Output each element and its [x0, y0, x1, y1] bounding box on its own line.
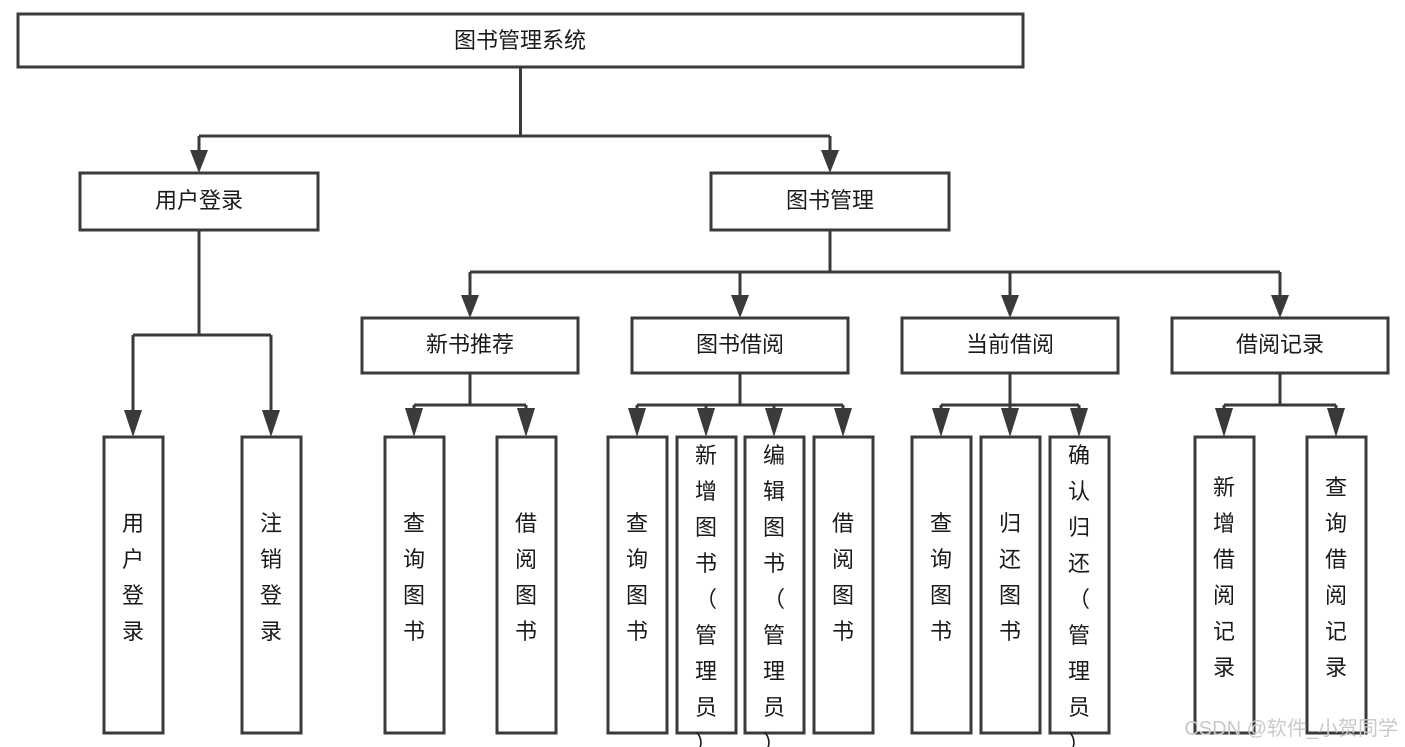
node-root-box[interactable]	[16, 12, 1025, 69]
node-leaf-query-book-3-label: 查询图书	[930, 511, 952, 644]
node-book-borrow-label: 图书借阅	[696, 332, 784, 357]
node-borrow-record-box[interactable]	[1170, 316, 1390, 375]
node-leaf-query-book-2-label: 查询图书	[626, 511, 648, 644]
node-leaf-confirm-return[interactable]: 确认归还（管理员）	[1048, 435, 1111, 747]
node-leaf-edit-book-box[interactable]	[743, 435, 806, 735]
node-new-book-recommend-box[interactable]	[360, 316, 580, 375]
arrow-head-leaf-query-book-2	[628, 408, 646, 437]
node-current-borrow-label: 当前借阅	[966, 332, 1054, 357]
arrow-head-leaf-query-record	[1327, 408, 1345, 437]
node-new-book-recommend[interactable]: 新书推荐	[360, 316, 580, 375]
node-leaf-logout-login-label: 注销登录	[260, 511, 282, 644]
node-leaf-add-record[interactable]: 新增借阅记录	[1193, 435, 1256, 735]
node-user-login-label: 用户登录	[155, 188, 243, 213]
node-leaf-add-record-box[interactable]	[1193, 435, 1256, 735]
node-leaf-user-login-box[interactable]	[102, 435, 165, 735]
node-leaf-borrow-book-1-box[interactable]	[495, 435, 558, 735]
node-current-borrow[interactable]: 当前借阅	[900, 316, 1120, 375]
node-leaf-return-book-label: 归还图书	[999, 511, 1021, 644]
arrow-head-leaf-query-book-1	[405, 408, 423, 437]
arrow-head-leaf-borrow-book-2	[834, 408, 852, 437]
arrow-head-leaf-query-book-3	[932, 408, 950, 437]
node-leaf-query-record-label: 查询借阅记录	[1325, 475, 1347, 680]
node-leaf-return-book[interactable]: 归还图书	[979, 435, 1042, 735]
node-leaf-logout-login[interactable]: 注销登录	[240, 435, 303, 735]
arrow-head-book-borrow	[731, 295, 749, 318]
node-user-login[interactable]: 用户登录	[78, 171, 320, 232]
arrow-head-leaf-borrow-book-1	[517, 408, 535, 437]
node-leaf-query-book-3[interactable]: 查询图书	[910, 435, 973, 735]
node-leaf-confirm-return-box[interactable]	[1048, 435, 1111, 735]
arrow-head-leaf-return-book	[1001, 408, 1019, 437]
node-new-book-recommend-label: 新书推荐	[426, 332, 514, 357]
node-leaf-user-login-label: 用户登录	[122, 511, 144, 644]
node-leaf-query-record[interactable]: 查询借阅记录	[1305, 435, 1368, 735]
arrow-head-leaf-edit-book	[765, 408, 783, 437]
arrow-head-leaf-logout-login	[262, 410, 280, 437]
node-leaf-query-book-2-box[interactable]	[606, 435, 669, 735]
node-leaf-query-book-1-box[interactable]	[383, 435, 446, 735]
node-book-manage[interactable]: 图书管理	[709, 171, 951, 232]
node-borrow-record-label: 借阅记录	[1236, 332, 1324, 357]
node-leaf-borrow-book-2-box[interactable]	[812, 435, 875, 735]
node-leaf-add-book-label: 新增图书（管理员）	[695, 443, 717, 747]
node-leaf-edit-book-label: 编辑图书（管理员）	[763, 443, 785, 747]
arrow-head-new-book-recommend	[461, 295, 479, 318]
node-book-borrow-box[interactable]	[630, 316, 850, 375]
node-leaf-edit-book[interactable]: 编辑图书（管理员）	[743, 435, 806, 747]
node-leaf-query-record-box[interactable]	[1305, 435, 1368, 735]
arrow-head-leaf-add-book	[697, 408, 715, 437]
arrow-head-user-login	[190, 150, 208, 173]
arrow-head-leaf-confirm-return	[1070, 408, 1088, 437]
node-book-manage-label: 图书管理	[786, 188, 874, 213]
arrow-head-leaf-add-record	[1215, 408, 1233, 437]
node-leaf-query-book-3-box[interactable]	[910, 435, 973, 735]
leaf-nodes-layer: 用户登录 注销登录 查询图书 借阅图书 查询图书 新增图书（管理员）	[102, 435, 1368, 747]
node-leaf-return-book-box[interactable]	[979, 435, 1042, 735]
arrow-head-borrow-record	[1271, 295, 1289, 318]
arrow-head-current-borrow	[1001, 295, 1019, 318]
arrow-head-leaf-user-login	[124, 410, 142, 437]
node-leaf-logout-login-box[interactable]	[240, 435, 303, 735]
node-leaf-query-book-1[interactable]: 查询图书	[383, 435, 446, 735]
node-leaf-query-book-2[interactable]: 查询图书	[606, 435, 669, 735]
node-leaf-add-book[interactable]: 新增图书（管理员）	[675, 435, 738, 747]
node-leaf-borrow-book-2-label: 借阅图书	[832, 511, 854, 644]
node-book-manage-box[interactable]	[709, 171, 951, 232]
connector-layer	[124, 67, 1345, 437]
node-leaf-query-book-1-label: 查询图书	[403, 511, 425, 644]
node-leaf-confirm-return-label: 确认归还（管理员）	[1068, 443, 1090, 747]
node-leaf-user-login[interactable]: 用户登录	[102, 435, 165, 735]
node-user-login-box[interactable]	[78, 171, 320, 232]
node-leaf-add-book-box[interactable]	[675, 435, 738, 735]
node-leaf-add-record-label: 新增借阅记录	[1213, 475, 1235, 680]
node-leaf-borrow-book-1[interactable]: 借阅图书	[495, 435, 558, 735]
node-root[interactable]: 图书管理系统	[16, 12, 1025, 69]
csdn-watermark: CSDN @软件_小贺同学	[1184, 717, 1398, 740]
node-leaf-borrow-book-2[interactable]: 借阅图书	[812, 435, 875, 735]
node-current-borrow-box[interactable]	[900, 316, 1120, 375]
arrow-head-book-manage	[821, 150, 839, 173]
node-root-label: 图书管理系统	[454, 28, 586, 53]
node-book-borrow[interactable]: 图书借阅	[630, 316, 850, 375]
node-borrow-record[interactable]: 借阅记录	[1170, 316, 1390, 375]
node-leaf-borrow-book-1-label: 借阅图书	[515, 511, 537, 644]
